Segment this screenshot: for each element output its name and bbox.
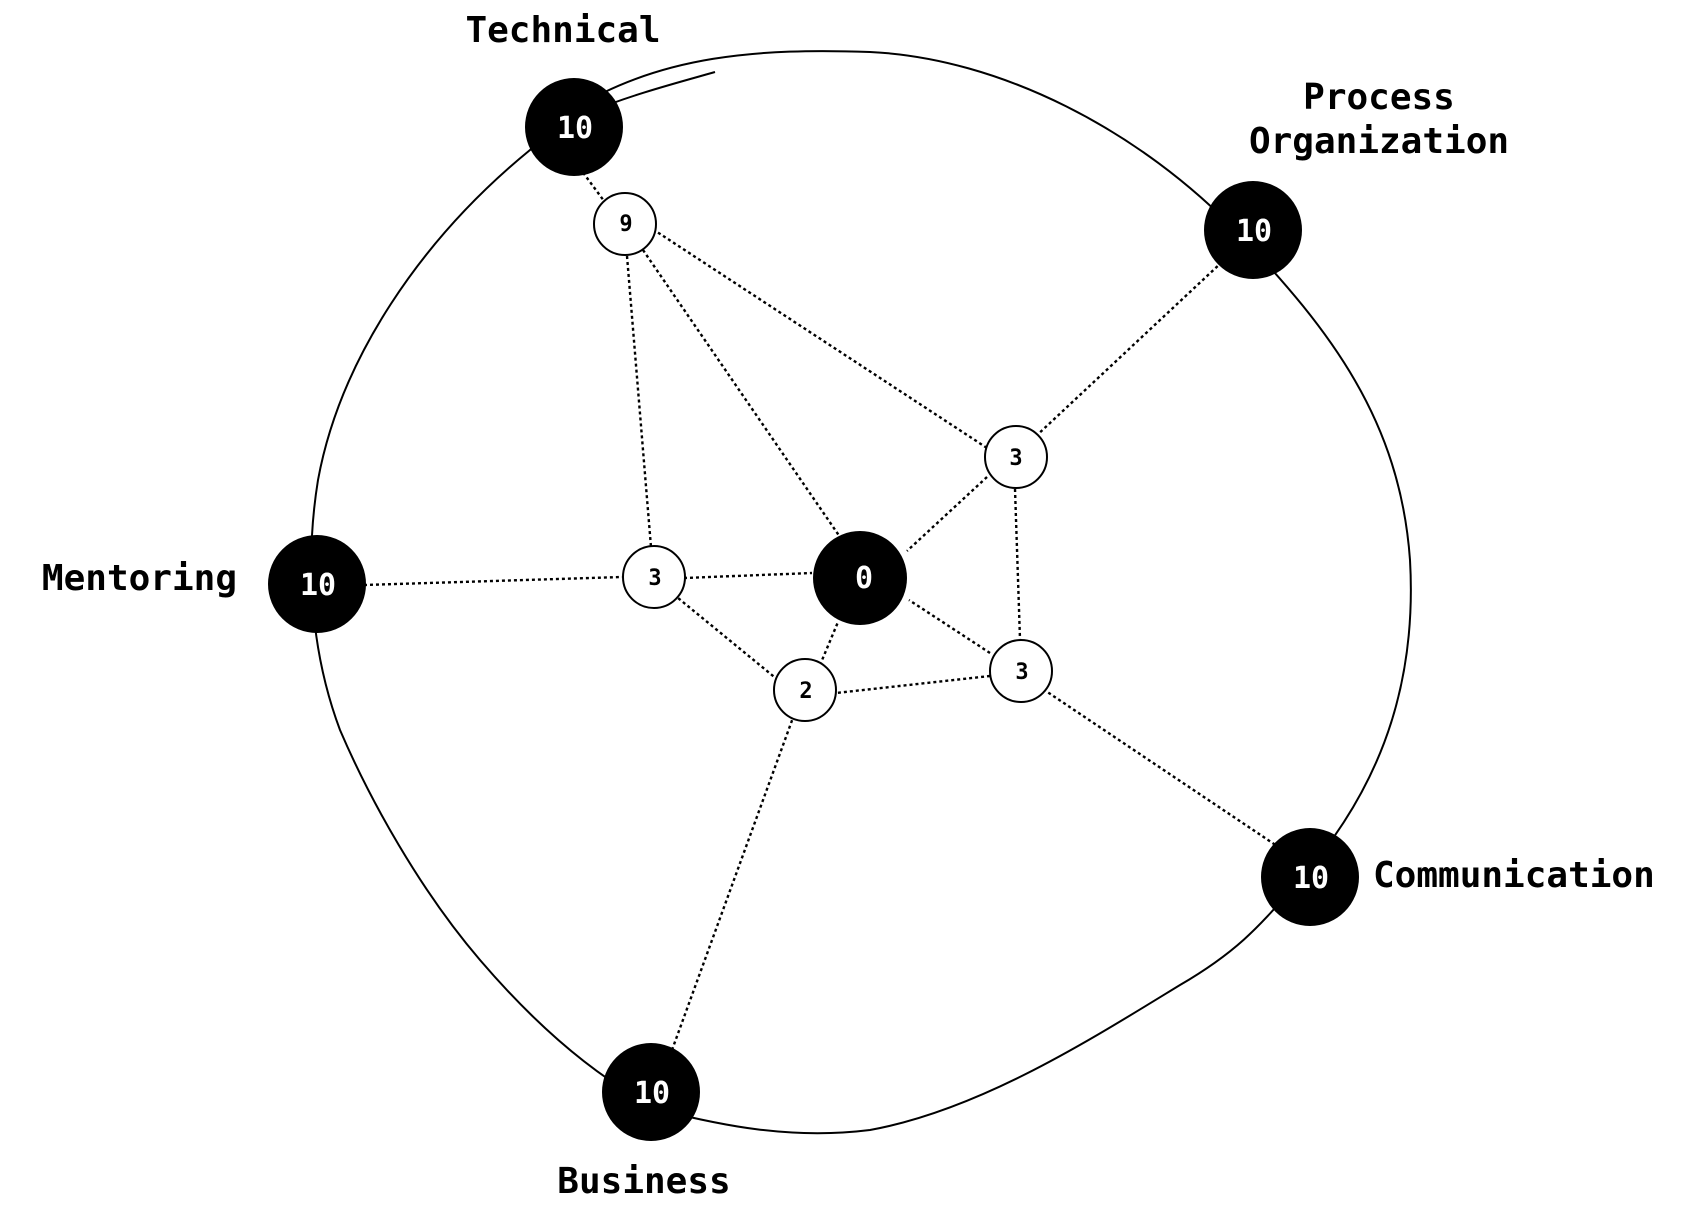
axis-label-business: Business xyxy=(557,1161,730,1202)
outer-node-technical-value: 10 xyxy=(557,111,593,146)
edge-business-outer-inner xyxy=(670,692,804,1051)
outer-node-communication-value: 10 xyxy=(1293,861,1329,896)
inner-node-mentoring-value: 3 xyxy=(648,566,661,591)
edge-technical-inner-process-inner xyxy=(647,224,988,450)
outer-node-business: 10 xyxy=(602,1043,700,1141)
axis-label-communication: Communication xyxy=(1373,855,1655,896)
outer-node-process-value: 10 xyxy=(1236,214,1272,249)
inner-node-technical: 9 xyxy=(593,192,657,256)
edge-process-inner-communication-inner xyxy=(1013,488,1022,640)
axis-label-process-line1: Process xyxy=(1303,77,1455,118)
outer-node-communication: 10 xyxy=(1261,828,1359,926)
inner-node-process-value: 3 xyxy=(1009,446,1022,471)
outer-node-technical: 10 xyxy=(525,78,623,176)
edge-process-outer-inner xyxy=(1018,261,1223,453)
edge-technical-inner-mentoring-inner xyxy=(625,255,653,548)
inner-node-process: 3 xyxy=(984,425,1048,489)
edge-communication-inner-center xyxy=(908,598,991,655)
edge-communication-inner-business-inner xyxy=(835,674,991,695)
edge-mentoring-outer-inner xyxy=(363,575,623,587)
axis-label-mentoring: Mentoring xyxy=(42,558,237,599)
inner-node-communication: 3 xyxy=(989,639,1053,703)
edge-business-inner-mentoring-inner xyxy=(677,597,779,681)
outer-node-process: 10 xyxy=(1204,181,1302,279)
connection-edges xyxy=(363,162,1281,1051)
edge-mentoring-inner-center xyxy=(683,571,813,580)
edge-process-inner-center xyxy=(906,476,988,552)
inner-node-mentoring: 3 xyxy=(622,545,686,609)
inner-node-communication-value: 3 xyxy=(1015,660,1028,685)
axis-label-process-line2: Organization xyxy=(1249,121,1509,162)
outer-node-mentoring-value: 10 xyxy=(300,568,336,603)
edge-business-inner-center xyxy=(818,621,840,666)
inner-node-technical-value: 9 xyxy=(619,212,632,237)
center-node-value: 0 xyxy=(855,561,873,596)
edge-technical-inner-center xyxy=(642,249,841,538)
axis-label-technical: Technical xyxy=(465,10,660,51)
inner-node-business: 2 xyxy=(773,658,837,722)
outer-node-business-value: 10 xyxy=(634,1076,670,1111)
edge-communication-outer-inner xyxy=(1024,676,1281,849)
outer-node-mentoring: 10 xyxy=(268,535,366,633)
center-node: 0 xyxy=(813,531,907,625)
inner-node-business-value: 2 xyxy=(799,679,812,704)
